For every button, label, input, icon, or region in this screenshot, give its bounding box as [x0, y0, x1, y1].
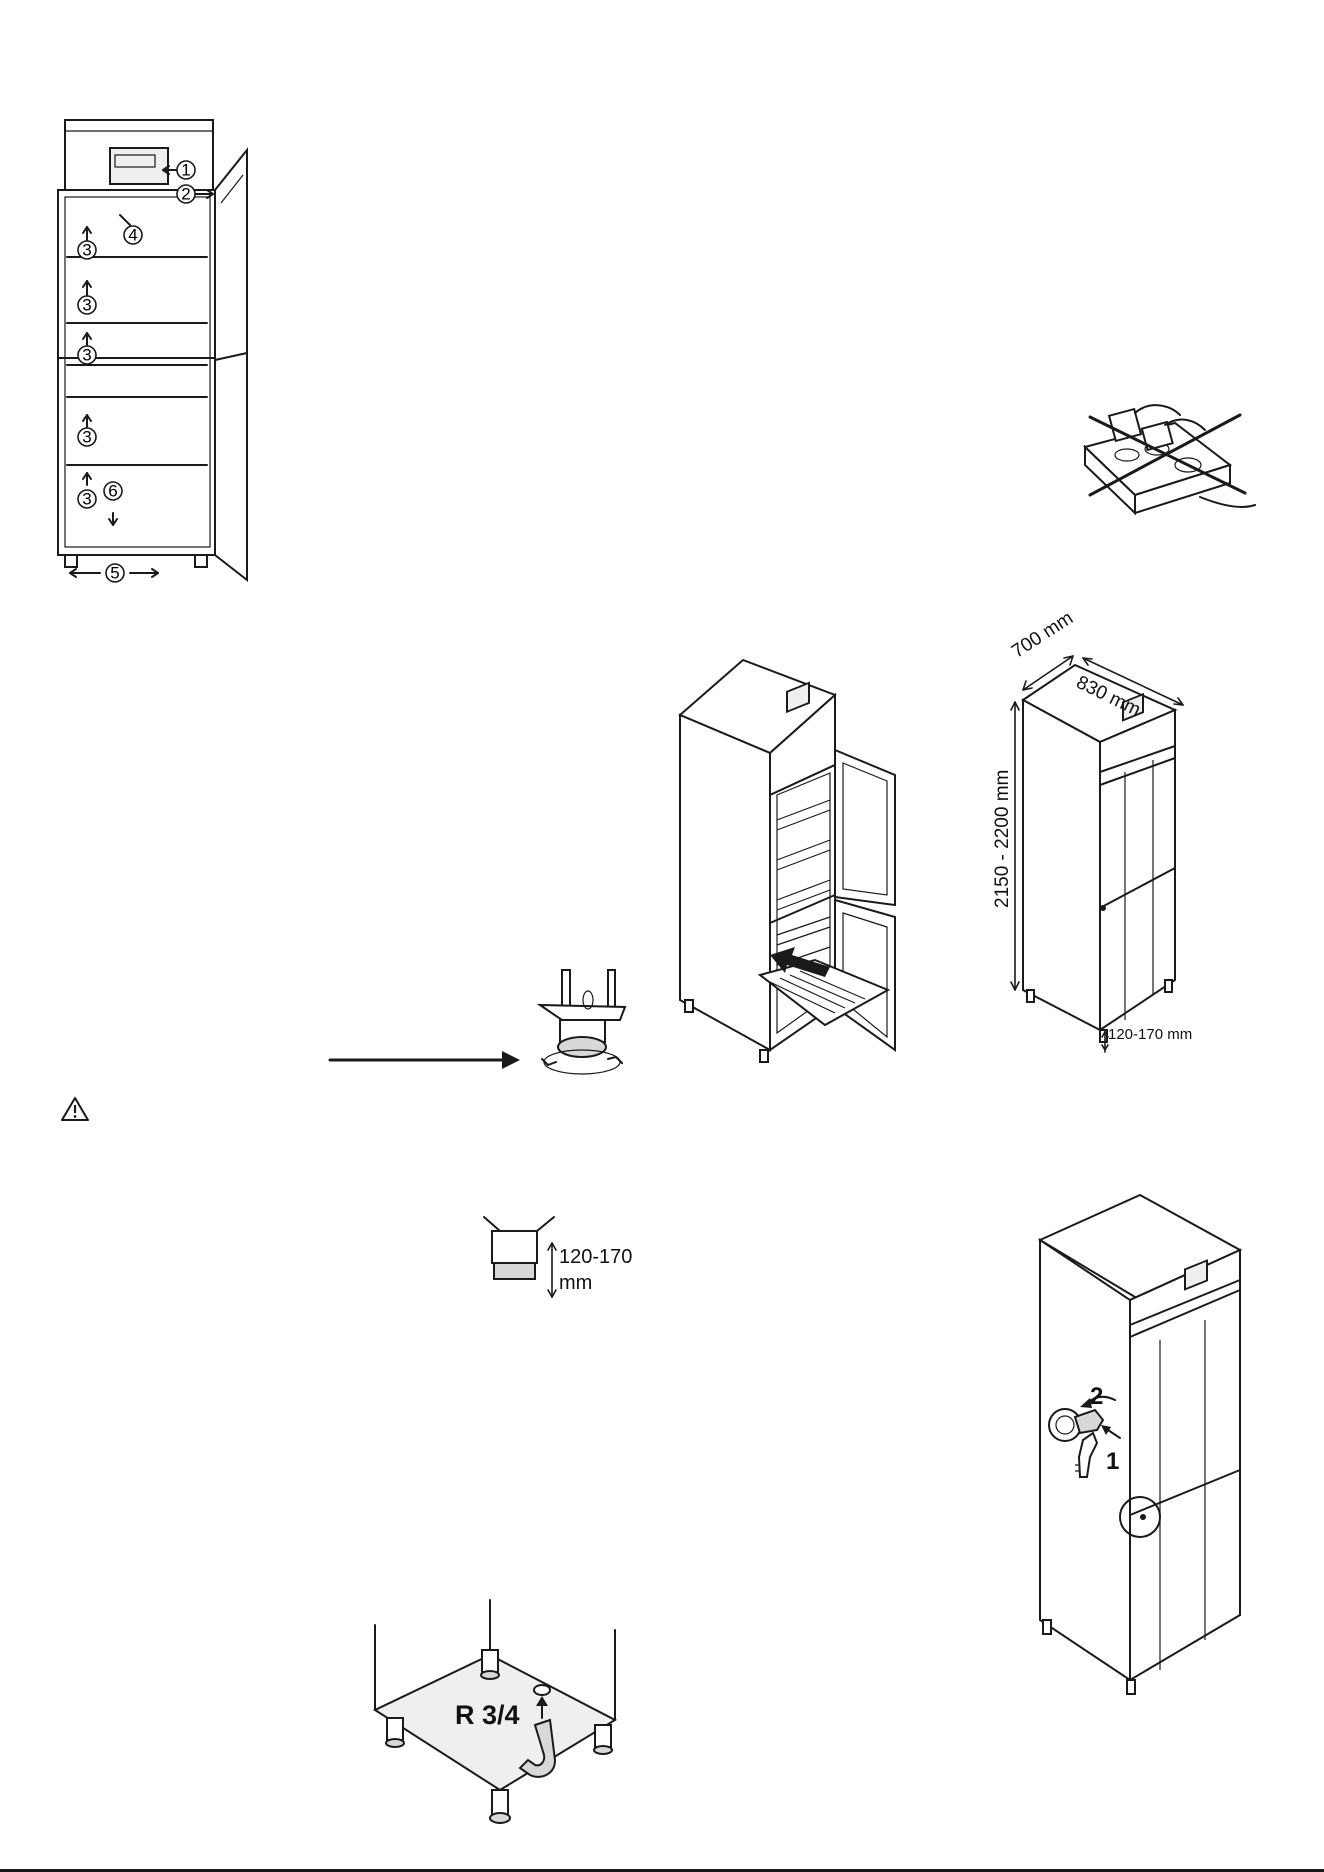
- svg-text:3: 3: [82, 428, 91, 447]
- callout-3b: 3: [78, 296, 96, 315]
- callout-5: 5: [106, 564, 124, 583]
- svg-text:2: 2: [181, 185, 190, 204]
- callout-3d: 3: [78, 428, 96, 447]
- svg-text:1: 1: [181, 161, 190, 180]
- lock-step-1-label: 1: [1106, 1448, 1119, 1476]
- door-lock-figure: [1035, 1195, 1245, 1685]
- lock-step-2-label: 2: [1090, 1383, 1103, 1411]
- drain-thread-label: R 3/4: [455, 1700, 520, 1731]
- callout-1: 1: [177, 161, 195, 180]
- dimension-figure: [1005, 660, 1190, 1050]
- appliance-overview-figure: 1 2 4 3 3 3 3 3 6 5: [55, 115, 255, 585]
- callout-2: 2: [177, 185, 195, 204]
- callout-3e: 3: [78, 490, 96, 509]
- leveling-foot-figure: [330, 965, 630, 1090]
- warning-triangle-icon: [60, 1096, 90, 1122]
- shelf-insertion-figure: [675, 655, 900, 1060]
- crossed-out-power-strip-icon: [1080, 395, 1260, 530]
- svg-text:3: 3: [82, 296, 91, 315]
- svg-text:3: 3: [82, 346, 91, 365]
- callout-4: 4: [124, 226, 142, 245]
- callout-3a: 3: [78, 241, 96, 260]
- svg-text:4: 4: [128, 226, 137, 245]
- callout-3c: 3: [78, 346, 96, 365]
- foot-range-unit: mm: [559, 1272, 592, 1295]
- svg-text:6: 6: [108, 482, 117, 501]
- svg-text:3: 3: [82, 241, 91, 260]
- svg-text:5: 5: [110, 564, 119, 583]
- foot-range-value: 120-170: [559, 1246, 632, 1269]
- feet-height-label: 120-170 mm: [1108, 1026, 1192, 1043]
- height-dimension-label: 2150 - 2200 mm: [992, 770, 1014, 908]
- depth-dimension-label: 700 mm: [1008, 608, 1078, 664]
- callout-6: 6: [104, 482, 122, 501]
- svg-text:3: 3: [82, 490, 91, 509]
